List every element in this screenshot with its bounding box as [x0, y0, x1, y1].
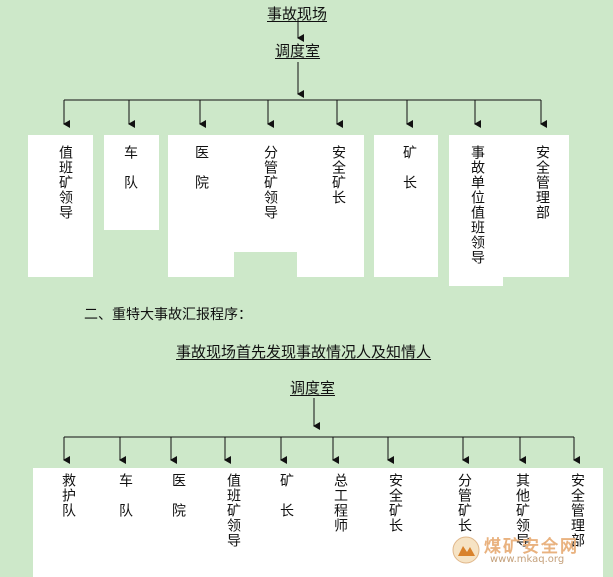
node-2-label: 车 队 [122, 145, 138, 190]
node-box-3b [168, 250, 234, 277]
watermark-logo-icon [452, 536, 480, 564]
node2-7-label: 安全矿长 [387, 473, 403, 533]
node-box-6 [503, 135, 569, 277]
node-5-label: 安全矿长 [330, 145, 346, 205]
node2-3-label: 医 院 [170, 473, 186, 518]
node-box-1 [28, 135, 93, 277]
node2-2-label: 车 队 [117, 473, 133, 518]
node-8-label: 安全管理部 [534, 145, 550, 220]
watermark-url: www.mkaq.org [490, 554, 565, 565]
dispatch-room-label: 调度室 [275, 42, 321, 60]
node2-9-label: 其他矿领导 [514, 473, 530, 548]
node-box-3 [168, 135, 364, 252]
accident-scene-label: 事故现场 [267, 5, 328, 23]
node-6-label: 矿 长 [401, 145, 417, 190]
node-box-4 [374, 135, 438, 277]
node-box-3c [297, 250, 364, 277]
node-7-label: 事故单位值班领导 [469, 145, 485, 265]
dispatch-room-2-label: 调度室 [290, 379, 336, 397]
node2-6-label: 总工程师 [332, 473, 348, 533]
node-box-5 [449, 135, 503, 286]
watermark-text: 煤矿安全网 [484, 537, 579, 557]
node-band-2 [33, 468, 603, 577]
node2-8-label: 分管矿长 [456, 473, 472, 533]
node-3-label: 医 院 [193, 145, 209, 190]
section-2-title: 二、重特大事故汇报程序： [84, 307, 252, 323]
node2-5-label: 矿 长 [278, 473, 294, 518]
node-4-label: 分管矿领导 [262, 145, 278, 220]
node2-4-label: 值班矿领导 [225, 473, 241, 548]
node2-10-label: 安全管理部 [569, 473, 585, 548]
first-discoverer-label: 事故现场首先发现事故情况人及知情人 [176, 343, 432, 361]
node-1-label: 值班矿领导 [57, 145, 73, 220]
node-box-2 [104, 135, 159, 230]
node2-1-label: 救护队 [60, 473, 76, 518]
